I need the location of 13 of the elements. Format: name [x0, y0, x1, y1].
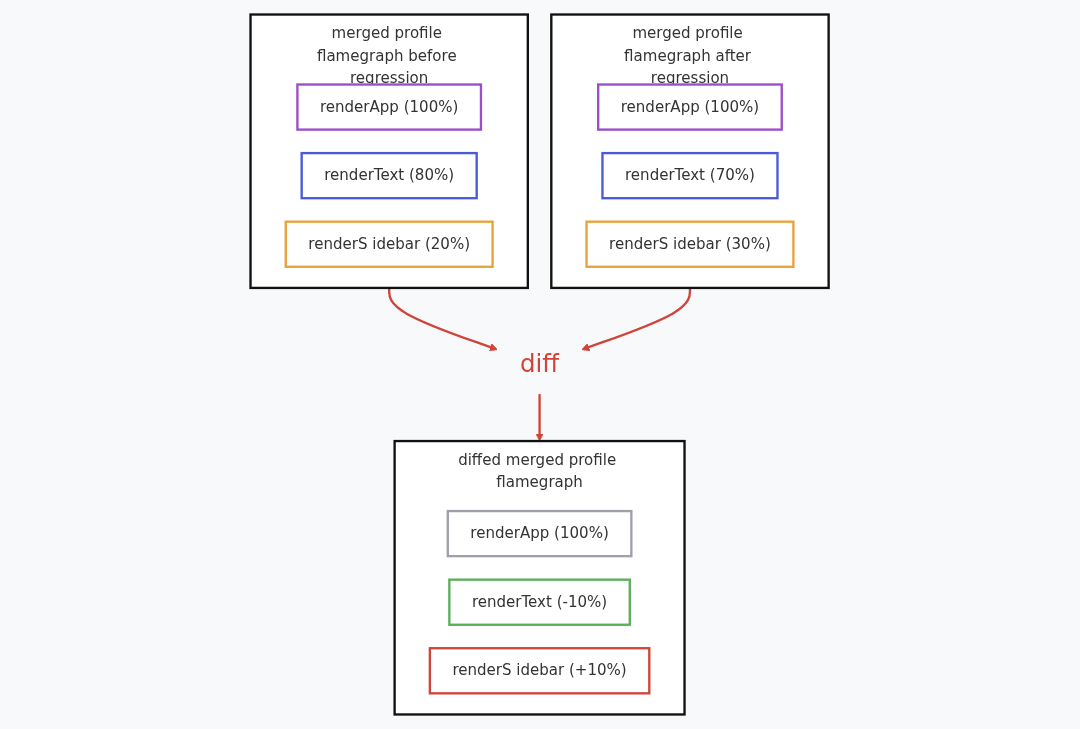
- node-box: renderText (-10%): [448, 578, 632, 626]
- node-box: renderText (70%): [601, 151, 780, 200]
- node-box: renderS idebar (20%): [285, 220, 495, 268]
- arrow: [388, 287, 499, 352]
- node-box: renderS idebar (30%): [585, 220, 795, 268]
- arrow: [581, 287, 692, 352]
- node-box: renderS idebar (+10%): [429, 647, 651, 695]
- node-text: diff: [520, 349, 560, 379]
- node-box: renderApp (100%): [597, 83, 784, 131]
- node-box: renderText (80%): [300, 151, 479, 200]
- node-box: renderApp (100%): [447, 509, 633, 558]
- arrow: [535, 394, 545, 442]
- node-box: renderApp (100%): [296, 83, 483, 131]
